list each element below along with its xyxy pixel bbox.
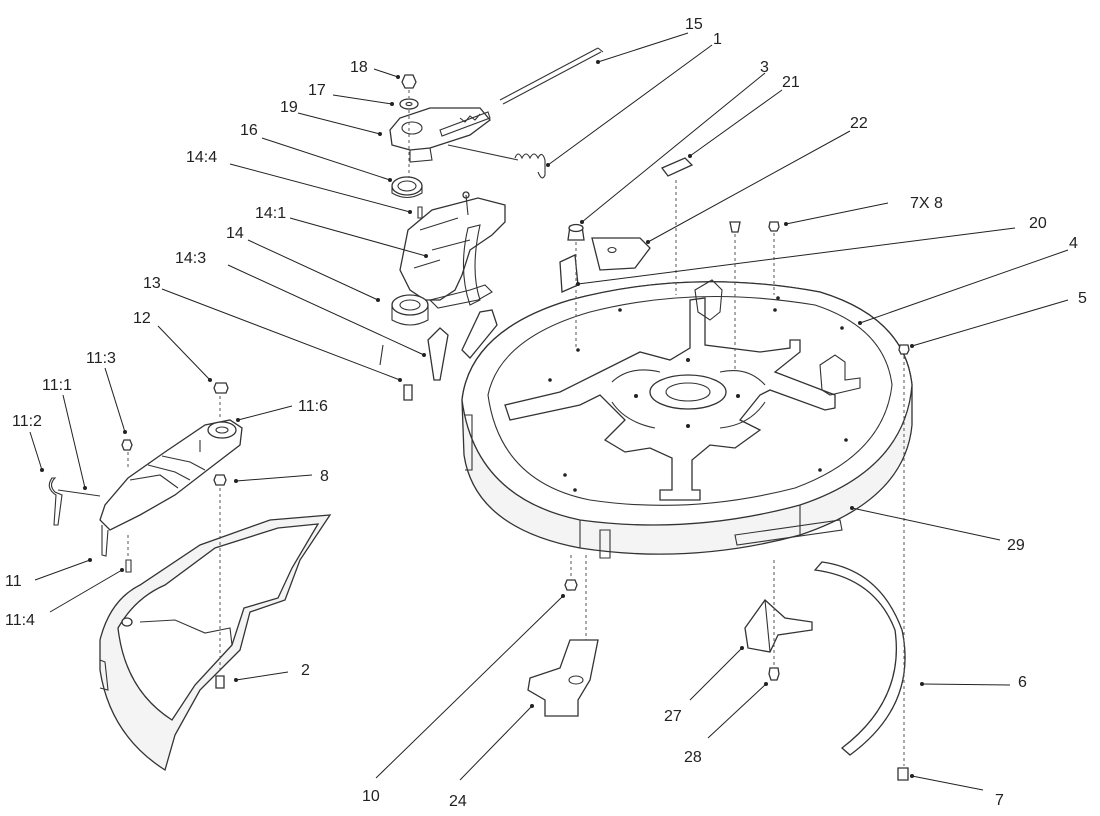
callout-11: 11: [5, 573, 22, 590]
bracket-22: [591, 237, 651, 271]
callout-15: 15: [685, 16, 703, 33]
nut-18: [401, 74, 417, 89]
plate-arm: [389, 107, 491, 163]
bushing-3: [567, 223, 585, 241]
callout-16: 16: [240, 122, 258, 139]
pin-11-1: [57, 489, 101, 497]
idler-arm-assembly: [379, 191, 506, 381]
callout-14-4: 14:4: [186, 149, 217, 166]
shield-20: [559, 254, 579, 293]
callout-10: 10: [362, 788, 380, 805]
callout-6: 6: [1018, 674, 1027, 691]
screw-12: [213, 382, 229, 394]
callout-14: 14: [226, 225, 244, 242]
callout-4: 4: [1069, 235, 1078, 252]
callout-17: 17: [308, 82, 326, 99]
left-deck-section: [99, 514, 332, 772]
spring-rod: [499, 47, 604, 105]
bolt-28: [768, 667, 780, 681]
rim-band-6: [813, 561, 906, 756]
leader-lines: [29, 32, 1069, 791]
callout-7: 7: [995, 792, 1004, 809]
callout-3: 3: [760, 59, 769, 76]
callout-21: 21: [782, 74, 800, 91]
callout-19: 19: [280, 99, 298, 116]
nut-10: [564, 579, 578, 591]
callout-20: 20: [1029, 215, 1047, 232]
pulley-arm-11: [99, 419, 243, 557]
callout-28: 28: [684, 749, 702, 766]
nut-8: [213, 474, 227, 486]
nut-11-3: [121, 439, 133, 451]
callout-13: 13: [143, 275, 161, 292]
bushing-16: [391, 176, 423, 199]
deck-holes: [548, 296, 848, 492]
callout-11-4: 11:4: [5, 612, 35, 629]
callout-8: 8: [320, 468, 329, 485]
callout-11-3: 11:3: [86, 350, 116, 367]
bolt-11-4: [125, 559, 132, 573]
callout-14-1: 14:1: [255, 205, 286, 222]
callout-5: 5: [1078, 290, 1087, 307]
callout-18: 18: [350, 59, 368, 76]
bolt-2: [215, 675, 225, 689]
callout-11-1: 11:1: [42, 377, 72, 394]
hairpin-11-2: [48, 477, 63, 526]
callout-24: 24: [449, 793, 467, 810]
bolt-13: [403, 384, 413, 401]
washer-17: [399, 98, 419, 110]
alignment-lines: [127, 90, 905, 766]
screw-7x8: [729, 221, 780, 233]
screw-14-4: [417, 206, 423, 219]
callout-labels: 15 1 3 21 22 18 17 19 16 14:4 14:1 14 14…: [5, 16, 1087, 810]
callout-1: 1: [713, 31, 722, 48]
bolt-7: [897, 767, 909, 781]
extension-spring: [447, 144, 546, 179]
callout-7x8: 7X 8: [910, 195, 943, 212]
callout-11-2: 11:2: [12, 413, 42, 430]
screw-5: [898, 344, 910, 355]
baffle-24: [527, 639, 599, 717]
callout-2: 2: [301, 662, 310, 679]
callout-12: 12: [133, 310, 151, 327]
plate-21: [660, 157, 694, 177]
callout-11-6: 11:6: [298, 398, 328, 415]
deck-mounting-frame: [504, 279, 861, 501]
callout-14-3: 14:3: [175, 250, 206, 267]
callout-22: 22: [850, 115, 868, 132]
baffle-27: [744, 599, 813, 653]
callout-27: 27: [664, 708, 682, 725]
callout-29: 29: [1007, 537, 1025, 554]
